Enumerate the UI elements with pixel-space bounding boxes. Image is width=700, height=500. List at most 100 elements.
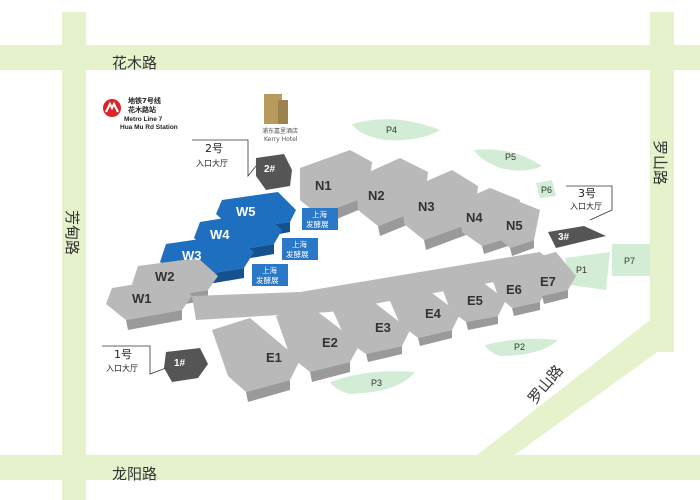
hall-label-e7: E7 — [540, 274, 556, 289]
road-label-south: 龙阳路 — [112, 465, 157, 483]
hall-w1-side — [126, 310, 182, 330]
exhibition-tag-text-1: 上海发酵展 — [306, 209, 329, 229]
metro-station-zh: 花木路站 — [128, 105, 156, 114]
parking-p2 — [485, 338, 558, 356]
parking-label-p7: P7 — [624, 256, 635, 266]
parking-label-p5: P5 — [505, 152, 516, 162]
roads — [0, 12, 700, 500]
entrance-1-marker[interactable] — [164, 348, 208, 382]
entrance-3-marker-label: 3# — [558, 232, 570, 243]
exhibition-tag-text-3: 上海发酵展 — [256, 265, 279, 285]
south-road — [0, 455, 700, 480]
metro-line-zh: 地铁7号线 — [128, 96, 161, 105]
hall-label-n4: N4 — [466, 210, 483, 225]
hall-e1-side — [246, 380, 290, 402]
hall-n3-side — [424, 222, 474, 250]
hall-e4-side — [418, 330, 452, 346]
parking-p5 — [474, 149, 542, 171]
hall-label-e3: E3 — [375, 320, 391, 335]
hall-e2-side — [310, 362, 350, 382]
entrance-1-leader — [102, 345, 167, 375]
entrances — [164, 154, 606, 382]
road-label-west: 芳甸路 — [63, 210, 81, 255]
entrance-3-title: 3号 — [578, 187, 596, 200]
parking-p3 — [330, 371, 415, 394]
highlight-tags — [252, 208, 338, 286]
hotel — [264, 94, 288, 124]
hall-e4[interactable] — [386, 284, 460, 338]
hall-label-e5: E5 — [467, 293, 483, 308]
parking-p7 — [612, 244, 650, 276]
road-label-north: 花木路 — [112, 54, 157, 72]
west-halls — [106, 192, 296, 330]
exhibition-tag-2[interactable] — [282, 238, 318, 260]
hall-label-n3: N3 — [418, 199, 435, 214]
hall-e6-side — [512, 302, 540, 316]
entrance-3-marker[interactable] — [548, 226, 606, 248]
hall-label-n2: N2 — [368, 188, 385, 203]
metro-station-en: Hua Mu Rd Station — [120, 124, 178, 131]
east-concourse — [192, 252, 560, 320]
hall-label-n1: N1 — [315, 178, 332, 193]
hall-e5[interactable] — [440, 274, 506, 322]
hotel-name-zh: 浦东嘉里酒店 — [262, 127, 298, 135]
hall-w1[interactable] — [106, 278, 192, 320]
entrance-labels — [102, 139, 613, 375]
entrance-2-marker[interactable] — [256, 154, 292, 190]
hotel-name-en: Kerry Hotel — [264, 136, 298, 143]
hall-label-e1: E1 — [266, 350, 282, 365]
entrance-2-title: 2号 — [205, 142, 223, 155]
east-halls — [212, 252, 576, 402]
hall-e3[interactable] — [330, 296, 410, 354]
parking-p4 — [352, 119, 440, 141]
hall-e7[interactable] — [526, 252, 576, 296]
exhibition-tag-3[interactable] — [252, 264, 288, 286]
parking-p1 — [565, 252, 610, 290]
parking-areas — [330, 119, 650, 394]
entrance-2-leader — [192, 139, 257, 178]
parking-label-p1: P1 — [576, 265, 587, 275]
metro-station — [103, 99, 121, 117]
metro-m-icon — [105, 101, 119, 113]
entrance-1-marker-label: 1# — [174, 358, 186, 369]
hall-label-w4: W4 — [210, 227, 230, 242]
entrance-3-subtitle: 入口大厅 — [570, 201, 602, 211]
hall-e2[interactable] — [276, 306, 360, 372]
hall-e3-side — [366, 346, 402, 362]
diagonal-road — [445, 320, 674, 480]
hall-label-e2: E2 — [322, 335, 338, 350]
north-road — [0, 45, 700, 70]
exhibition-tag-1[interactable] — [302, 208, 338, 230]
hall-n5-side — [510, 240, 534, 256]
metro-line-en: Metro Line 7 — [124, 116, 163, 123]
entrance-2-subtitle: 入口大厅 — [196, 158, 228, 168]
hall-n5[interactable] — [494, 202, 540, 248]
hall-n3[interactable] — [402, 170, 478, 240]
entrance-1-title: 1号 — [114, 348, 132, 361]
hall-e5-side — [466, 316, 498, 330]
hall-label-w3: W3 — [182, 248, 202, 263]
hall-label-e6: E6 — [506, 282, 522, 297]
hall-label-w5: W5 — [236, 204, 256, 219]
hall-n1[interactable] — [300, 150, 372, 215]
west-road — [62, 12, 86, 500]
parking-label-p2: P2 — [514, 342, 525, 352]
hall-label-n5: N5 — [506, 218, 523, 233]
east-road — [650, 12, 674, 352]
entrance-1-subtitle: 入口大厅 — [106, 363, 138, 373]
hall-label-w2: W2 — [155, 269, 175, 284]
hall-label-w1: W1 — [132, 291, 152, 306]
hotel-building-wing-icon — [278, 100, 288, 124]
parking-label-p3: P3 — [371, 378, 382, 388]
entrance-3-leader — [566, 185, 613, 221]
hall-e1[interactable] — [212, 318, 300, 392]
parking-label-p4: P4 — [386, 125, 397, 135]
parking-label-p6: P6 — [541, 185, 552, 195]
entrance-2-marker-label: 2# — [264, 164, 276, 175]
parking-p6 — [536, 180, 556, 198]
exhibition-tag-text-2: 上海发酵展 — [286, 239, 309, 259]
hotel-building-icon — [264, 94, 282, 124]
road-label-east: 罗山路 — [651, 140, 669, 185]
